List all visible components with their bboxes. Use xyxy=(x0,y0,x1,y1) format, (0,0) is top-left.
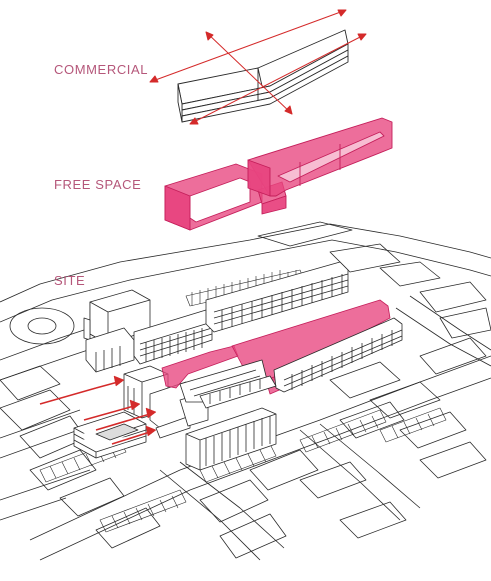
red-arrow-icon xyxy=(39,375,157,445)
commercial-slab-stack xyxy=(177,29,349,123)
site-free-space xyxy=(161,299,391,403)
commercial-layer xyxy=(149,9,367,125)
tower-cluster xyxy=(83,289,151,373)
roundabout xyxy=(9,307,75,345)
residential-south xyxy=(185,407,277,471)
site-layer xyxy=(0,221,491,561)
commercial-axis-arrows xyxy=(149,9,367,125)
residential-east xyxy=(199,317,403,409)
free-space-label: FREE SPACE xyxy=(54,177,142,192)
street-network xyxy=(0,223,491,561)
commercial-label: COMMERCIAL xyxy=(54,62,149,77)
free-space-layer xyxy=(164,117,393,231)
site-label: SITE xyxy=(54,273,86,288)
residential-north xyxy=(133,261,349,365)
parking-structure xyxy=(73,411,147,459)
